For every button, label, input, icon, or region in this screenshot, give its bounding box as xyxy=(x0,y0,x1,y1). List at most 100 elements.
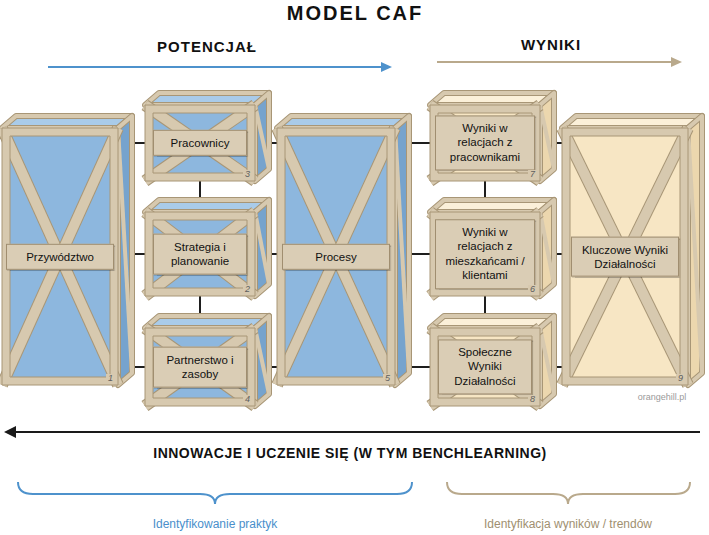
crate-plank xyxy=(145,328,255,406)
crate-plank xyxy=(277,128,395,385)
crate-plank-edge xyxy=(430,212,540,296)
crate-plank xyxy=(430,105,540,181)
crate-front xyxy=(562,128,688,385)
crate-face xyxy=(562,116,702,128)
crate-face-plank xyxy=(540,316,554,406)
crate-plank-edge xyxy=(430,105,540,181)
crate-frame xyxy=(2,128,118,385)
crate-plank xyxy=(118,128,132,373)
label-plate: Przywództwo xyxy=(6,243,114,269)
crate-front xyxy=(145,105,255,181)
label-plate: Społeczne Wyniki Działalności xyxy=(438,339,532,394)
crate-face xyxy=(255,200,269,296)
crate-plank xyxy=(255,328,269,394)
crate-plank xyxy=(2,128,118,385)
crate-face-plank xyxy=(562,116,702,128)
crate-plank xyxy=(277,128,395,385)
crate-face-plank xyxy=(688,116,702,385)
crate-face xyxy=(255,93,269,181)
crate-plank xyxy=(145,105,255,181)
diagram-title: MODEL CAF xyxy=(287,2,424,25)
crate-plank-edge xyxy=(145,105,255,181)
callout-number: 3 xyxy=(243,170,252,180)
crate-face-plank xyxy=(255,200,269,296)
crate-frame xyxy=(145,105,255,181)
crate-face xyxy=(688,116,702,385)
callout-number: 9 xyxy=(676,374,685,384)
watermark: orangehill.pl xyxy=(638,392,687,402)
crate-frame xyxy=(430,212,540,296)
learning-arrowhead xyxy=(4,426,16,438)
crate-face-plank xyxy=(255,316,269,406)
section-heading: WYNIKI xyxy=(521,36,581,53)
crate-face-plank xyxy=(255,93,269,181)
crate-frame xyxy=(277,128,395,385)
crate-box: Pracownicy 3 xyxy=(145,105,255,181)
crate-plank-edge xyxy=(430,328,540,406)
crate-face xyxy=(277,116,409,128)
practice-brace xyxy=(18,482,412,504)
crate-plank xyxy=(562,128,688,385)
potential-arrowhead xyxy=(381,62,392,72)
callout-number: 7 xyxy=(528,170,537,180)
crate-plank xyxy=(540,212,554,284)
results-arrowhead xyxy=(671,57,682,67)
crate-front xyxy=(2,128,118,385)
crate-plank xyxy=(540,328,554,394)
crate-plank-edge xyxy=(145,212,255,296)
crate-front xyxy=(145,212,255,296)
crate-plank xyxy=(540,105,554,169)
callout-number: 8 xyxy=(528,395,537,405)
crate-face xyxy=(540,200,554,296)
crate-plank-edge xyxy=(562,128,688,385)
label-plate: Strategia i planowanie xyxy=(153,234,247,275)
crate-frame xyxy=(145,212,255,296)
crate-face xyxy=(540,316,554,406)
crate-box: Procesy5 xyxy=(277,128,395,385)
crate-plank-edge xyxy=(145,328,255,406)
crate-box: Przywództwo1 xyxy=(2,128,118,385)
crate-face-plank xyxy=(277,116,409,128)
crate-front xyxy=(430,105,540,181)
crate-plank-edge xyxy=(145,328,255,406)
crate-face-plank xyxy=(118,116,132,385)
crate-plank-edge xyxy=(430,105,540,181)
crate-face-plank xyxy=(540,200,554,296)
crate-frame xyxy=(562,128,688,385)
crate-face-plank xyxy=(395,116,409,385)
crate-plank-edge xyxy=(145,212,255,296)
crate-plank xyxy=(395,128,409,373)
crate-plank xyxy=(688,128,702,373)
crate-box: Społeczne Wyniki Działalności8 xyxy=(430,328,540,406)
crate-plank xyxy=(430,105,540,181)
learning-arrow xyxy=(14,431,700,433)
crate-box: Wyniki w relacjach z mieszkańcami / klie… xyxy=(430,212,540,296)
crate-front xyxy=(145,328,255,406)
label-plate: Wyniki w relacjach z mieszkańcami / klie… xyxy=(435,219,535,289)
crate-box: Kluczowe Wyniki Działalności9 xyxy=(562,128,688,385)
crate-plank xyxy=(562,128,688,385)
crate-plank-edge xyxy=(430,328,540,406)
crate-face xyxy=(395,116,409,385)
crate-plank xyxy=(430,212,540,296)
section-heading: POTENCJAŁ xyxy=(157,38,257,55)
label-plate: Pracownicy xyxy=(153,130,247,156)
callout-number: 2 xyxy=(243,285,252,295)
label-plate: Wyniki w relacjach z pracownikami xyxy=(435,115,535,170)
crate-plank-edge xyxy=(430,212,540,296)
crate-plank-edge xyxy=(2,128,118,385)
results-brace xyxy=(447,482,690,504)
results-arrow xyxy=(437,61,674,63)
crate-face-plank xyxy=(540,93,554,181)
crate-plank-edge xyxy=(2,128,118,385)
crate-plank xyxy=(145,105,255,181)
crate-plank xyxy=(430,328,540,406)
label-plate: Partnerstwo i zasoby xyxy=(153,347,247,388)
crate-plank xyxy=(430,212,540,296)
crate-box: Strategia i planowanie 2 xyxy=(145,212,255,296)
crate-box: Wyniki w relacjach z pracownikami7 xyxy=(430,105,540,181)
crate-plank-edge xyxy=(562,128,688,385)
crate-frame xyxy=(145,328,255,406)
crate-front xyxy=(277,128,395,385)
callout-number: 4 xyxy=(243,395,252,405)
